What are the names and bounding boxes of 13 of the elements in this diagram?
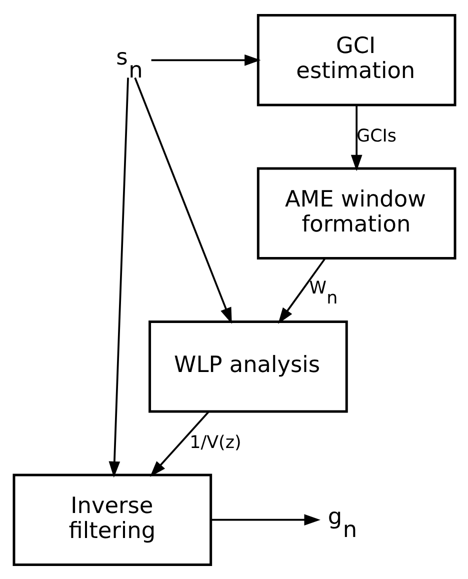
node-box: Inverse filtering <box>12 473 212 566</box>
edge-label: 1/V(z) <box>189 432 241 452</box>
arrow <box>150 54 260 66</box>
arrow <box>134 76 232 324</box>
arrow <box>149 410 209 476</box>
arrow <box>350 104 362 171</box>
arrow <box>278 258 326 324</box>
arrow <box>108 77 128 478</box>
node-box: WLP analysis <box>148 320 348 412</box>
arrow <box>210 514 320 526</box>
node-box: GCI estimation <box>256 14 456 106</box>
edge-label: GCIs <box>356 126 396 146</box>
node-box: AME window formation <box>256 166 456 259</box>
